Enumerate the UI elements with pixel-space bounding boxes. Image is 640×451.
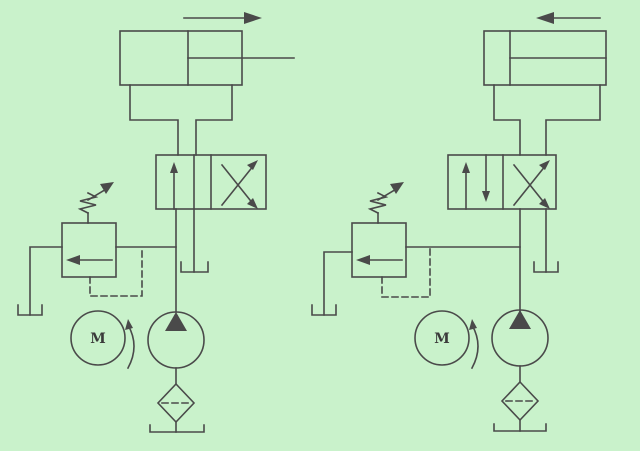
coupling-rotation-icon bbox=[125, 319, 135, 370]
relief-drain-line bbox=[29, 246, 63, 316]
electric-motor: M bbox=[414, 310, 470, 366]
tank-symbol bbox=[180, 261, 209, 273]
directional-control-valve bbox=[155, 154, 267, 210]
motion-arrow-right-icon bbox=[183, 12, 262, 24]
hydraulic-cylinder bbox=[483, 30, 607, 86]
motion-arrow-left-icon bbox=[536, 12, 601, 24]
relief-drain-line bbox=[323, 251, 353, 316]
drain-tank-symbol bbox=[311, 304, 337, 316]
adjustable-arrow-icon bbox=[100, 182, 114, 194]
coupling-rotation-icon bbox=[469, 319, 479, 370]
directional-control-valve bbox=[447, 154, 557, 210]
drain-tank-symbol bbox=[17, 304, 43, 316]
hydraulic-pump bbox=[147, 311, 205, 369]
cylinder-port-line-a bbox=[129, 84, 179, 156]
motor-label: M bbox=[90, 331, 106, 347]
suction-tank-symbol bbox=[149, 424, 205, 433]
suction-tank-symbol bbox=[493, 423, 547, 432]
pump-flow-triangle bbox=[165, 312, 187, 331]
pressure-relief-valve bbox=[61, 182, 117, 278]
pressure-relief-valve bbox=[351, 182, 407, 278]
pump-flow-triangle bbox=[509, 310, 531, 329]
filter-symbol bbox=[500, 380, 540, 422]
hydraulic-pump bbox=[491, 309, 549, 367]
electric-motor: M bbox=[70, 310, 126, 366]
cylinder-port-line-b bbox=[545, 84, 601, 156]
circuit-left: M bbox=[17, 12, 295, 433]
motor-label: M bbox=[434, 331, 450, 347]
pilot-line bbox=[381, 246, 431, 298]
adjustable-arrow-icon bbox=[390, 182, 404, 194]
hydraulic-cylinder bbox=[119, 30, 295, 86]
cylinder-port-line-b bbox=[195, 84, 233, 156]
cylinder-port-line-a bbox=[493, 84, 521, 156]
pilot-line bbox=[89, 246, 143, 297]
circuit-right: M bbox=[311, 12, 607, 432]
filter-symbol bbox=[156, 382, 196, 424]
tank-symbol bbox=[533, 261, 559, 273]
